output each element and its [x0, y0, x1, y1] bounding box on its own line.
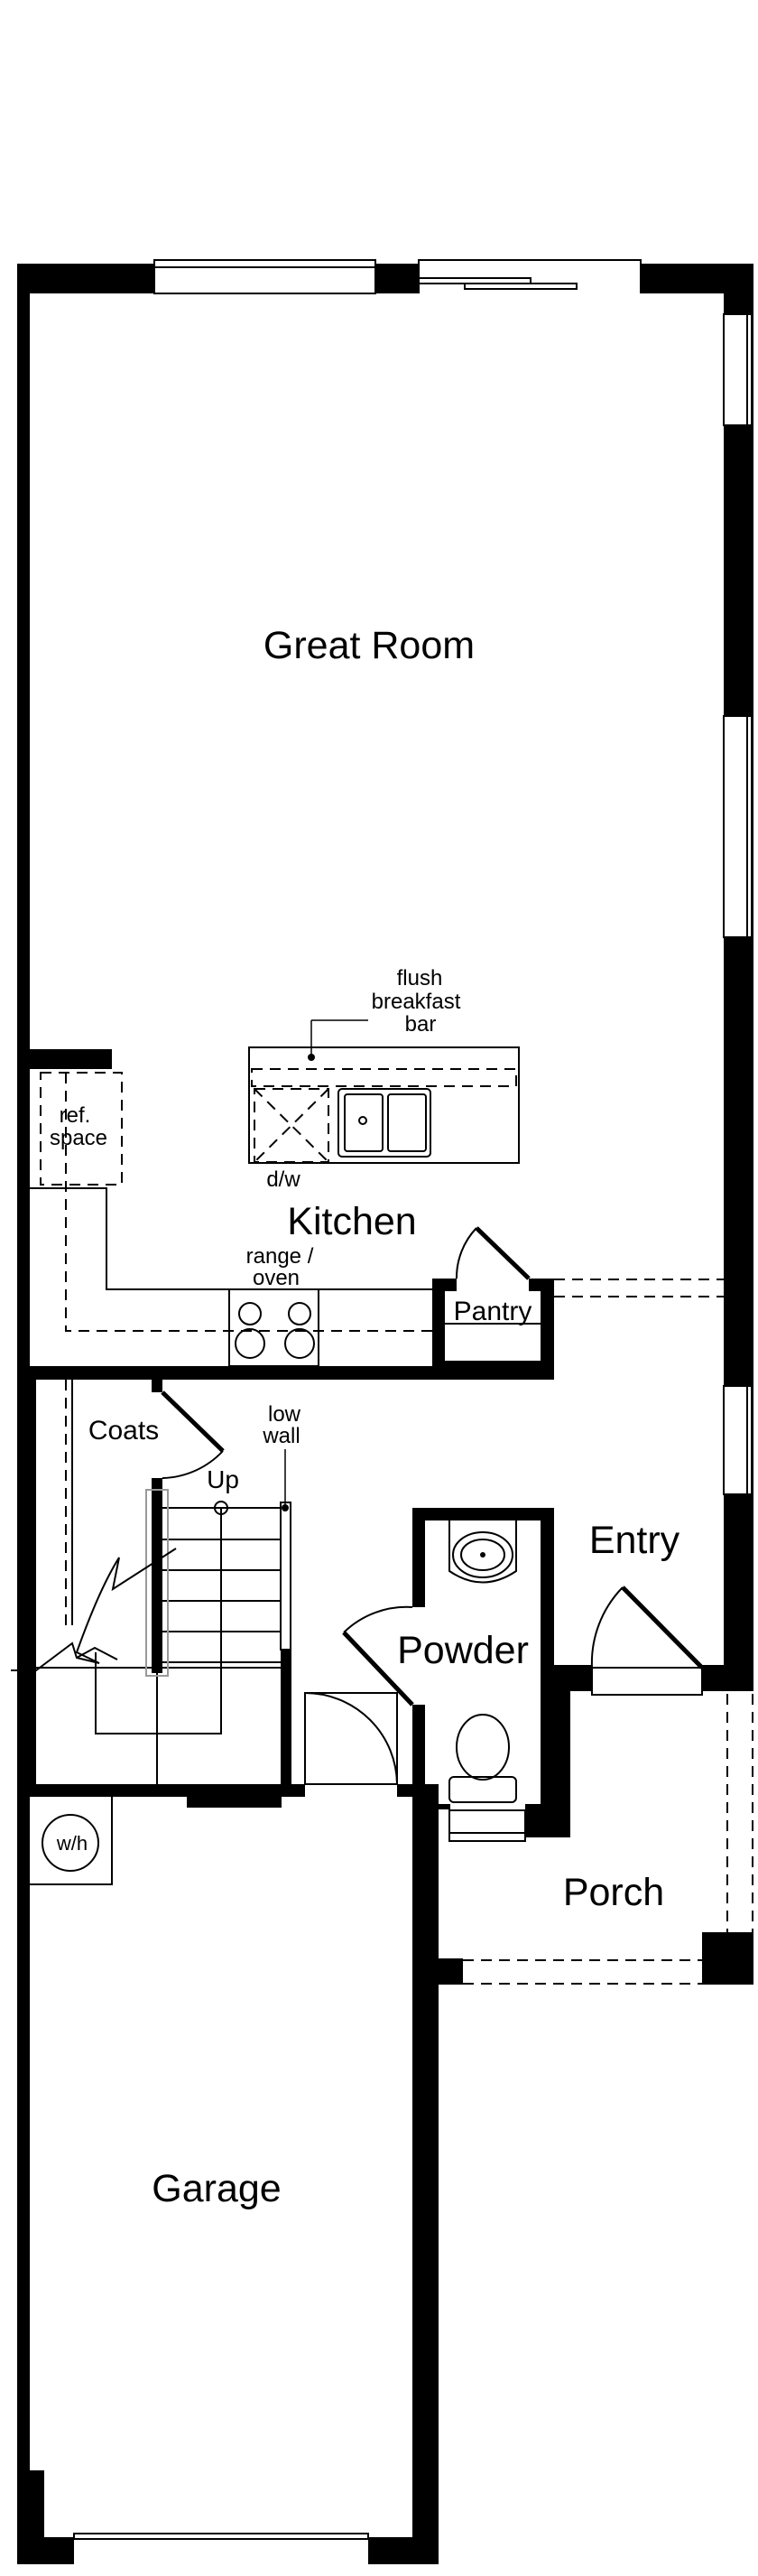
- note-range-oven-2: oven: [253, 1266, 300, 1290]
- coats-door[interactable]: [161, 1390, 225, 1479]
- note-low-wall-1: low: [268, 1402, 301, 1427]
- kitchen-island: [248, 1019, 520, 1164]
- note-breakfast-bar-2: breakfast: [372, 990, 461, 1014]
- note-dishwasher: d/w: [266, 1167, 300, 1192]
- note-stairs-up: Up: [207, 1465, 239, 1493]
- water-heater: [30, 1796, 113, 1885]
- powder-sink: [448, 1520, 517, 1584]
- range-oven: [228, 1288, 319, 1367]
- powder-door[interactable]: [342, 1605, 414, 1706]
- porch-outline: [463, 1694, 753, 1985]
- walls: [17, 264, 753, 2564]
- annotations: flush breakfast bar ref. space d/w range…: [50, 966, 461, 1855]
- entry-door[interactable]: [590, 1586, 704, 1696]
- label-coats: Coats: [88, 1416, 159, 1446]
- staircase[interactable]: [11, 1380, 291, 1784]
- label-great-room: Great Room: [263, 624, 475, 667]
- toilet: [448, 1714, 517, 1803]
- note-breakfast-bar-3: bar: [405, 1012, 437, 1037]
- note-ref-space-2: space: [50, 1126, 107, 1150]
- sink: [337, 1088, 431, 1158]
- pantry-door[interactable]: [455, 1226, 531, 1280]
- label-porch: Porch: [563, 1871, 664, 1914]
- note-low-wall-2: wall: [262, 1424, 300, 1448]
- label-entry: Entry: [589, 1519, 680, 1562]
- dishwasher: [254, 1088, 329, 1163]
- note-ref-space-1: ref.: [60, 1103, 91, 1128]
- windows: [73, 259, 753, 2540]
- label-pantry: Pantry: [454, 1297, 532, 1326]
- sliding-door[interactable]: [418, 259, 642, 293]
- garage-door-interior[interactable]: [304, 1692, 398, 1785]
- label-garage: Garage: [152, 2167, 281, 2210]
- label-kitchen: Kitchen: [287, 1200, 416, 1243]
- note-breakfast-bar-1: flush: [397, 966, 443, 990]
- label-powder: Powder: [397, 1629, 529, 1672]
- note-range-oven-1: range /: [246, 1244, 314, 1269]
- room-labels: Great Room Kitchen Pantry Coats Entry Po…: [88, 624, 680, 2210]
- note-water-heater: w/h: [56, 1832, 88, 1855]
